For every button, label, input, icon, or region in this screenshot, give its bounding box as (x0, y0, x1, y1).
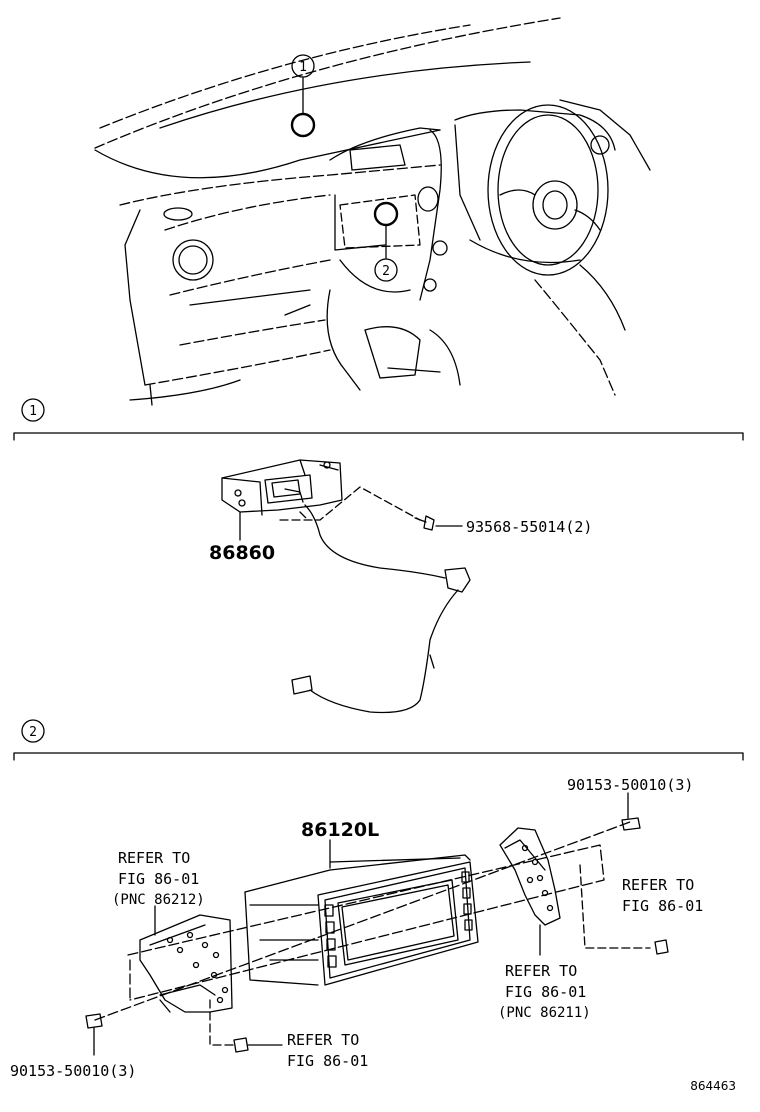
part-86860-drawing (221, 459, 471, 714)
part-number-bolt-top: 90153-50010(3) (567, 776, 693, 794)
section-2-header (13, 719, 744, 761)
part-number-screw: 93568-55014(2) (466, 518, 592, 536)
ref-right-mid-line3: (PNC 86211) (498, 1005, 591, 1021)
section-2-number: 2 (29, 725, 37, 740)
part-number-86860: 86860 (209, 542, 275, 564)
ref-right-top-line1: REFER TO (622, 876, 694, 894)
ref-right-mid-line2: FIG 86-01 (505, 983, 586, 1001)
ref-left-line3: (PNC 86212) (112, 892, 205, 908)
ref-right-mid-line1: REFER TO (505, 962, 577, 980)
figure-number: 864463 (690, 1079, 736, 1093)
section-1-header (13, 398, 744, 441)
callout-1-label: 1 (299, 60, 307, 75)
part-number-86120L: 86120L (301, 819, 379, 841)
part-number-bolt-bottom: 90153-50010(3) (10, 1062, 136, 1080)
ref-right-top-line2: FIG 86-01 (622, 897, 703, 915)
ref-bottom-line1: REFER TO (287, 1031, 359, 1049)
part-86120L-drawing (85, 792, 669, 1056)
callout-2-label: 2 (382, 264, 390, 279)
ref-left-line1: REFER TO (118, 849, 190, 867)
ref-left-line2: FIG 86-01 (118, 870, 199, 888)
ref-bottom-line2: FIG 86-01 (287, 1052, 368, 1070)
dashboard-overview (94, 17, 651, 406)
section-1-number: 1 (29, 404, 37, 419)
